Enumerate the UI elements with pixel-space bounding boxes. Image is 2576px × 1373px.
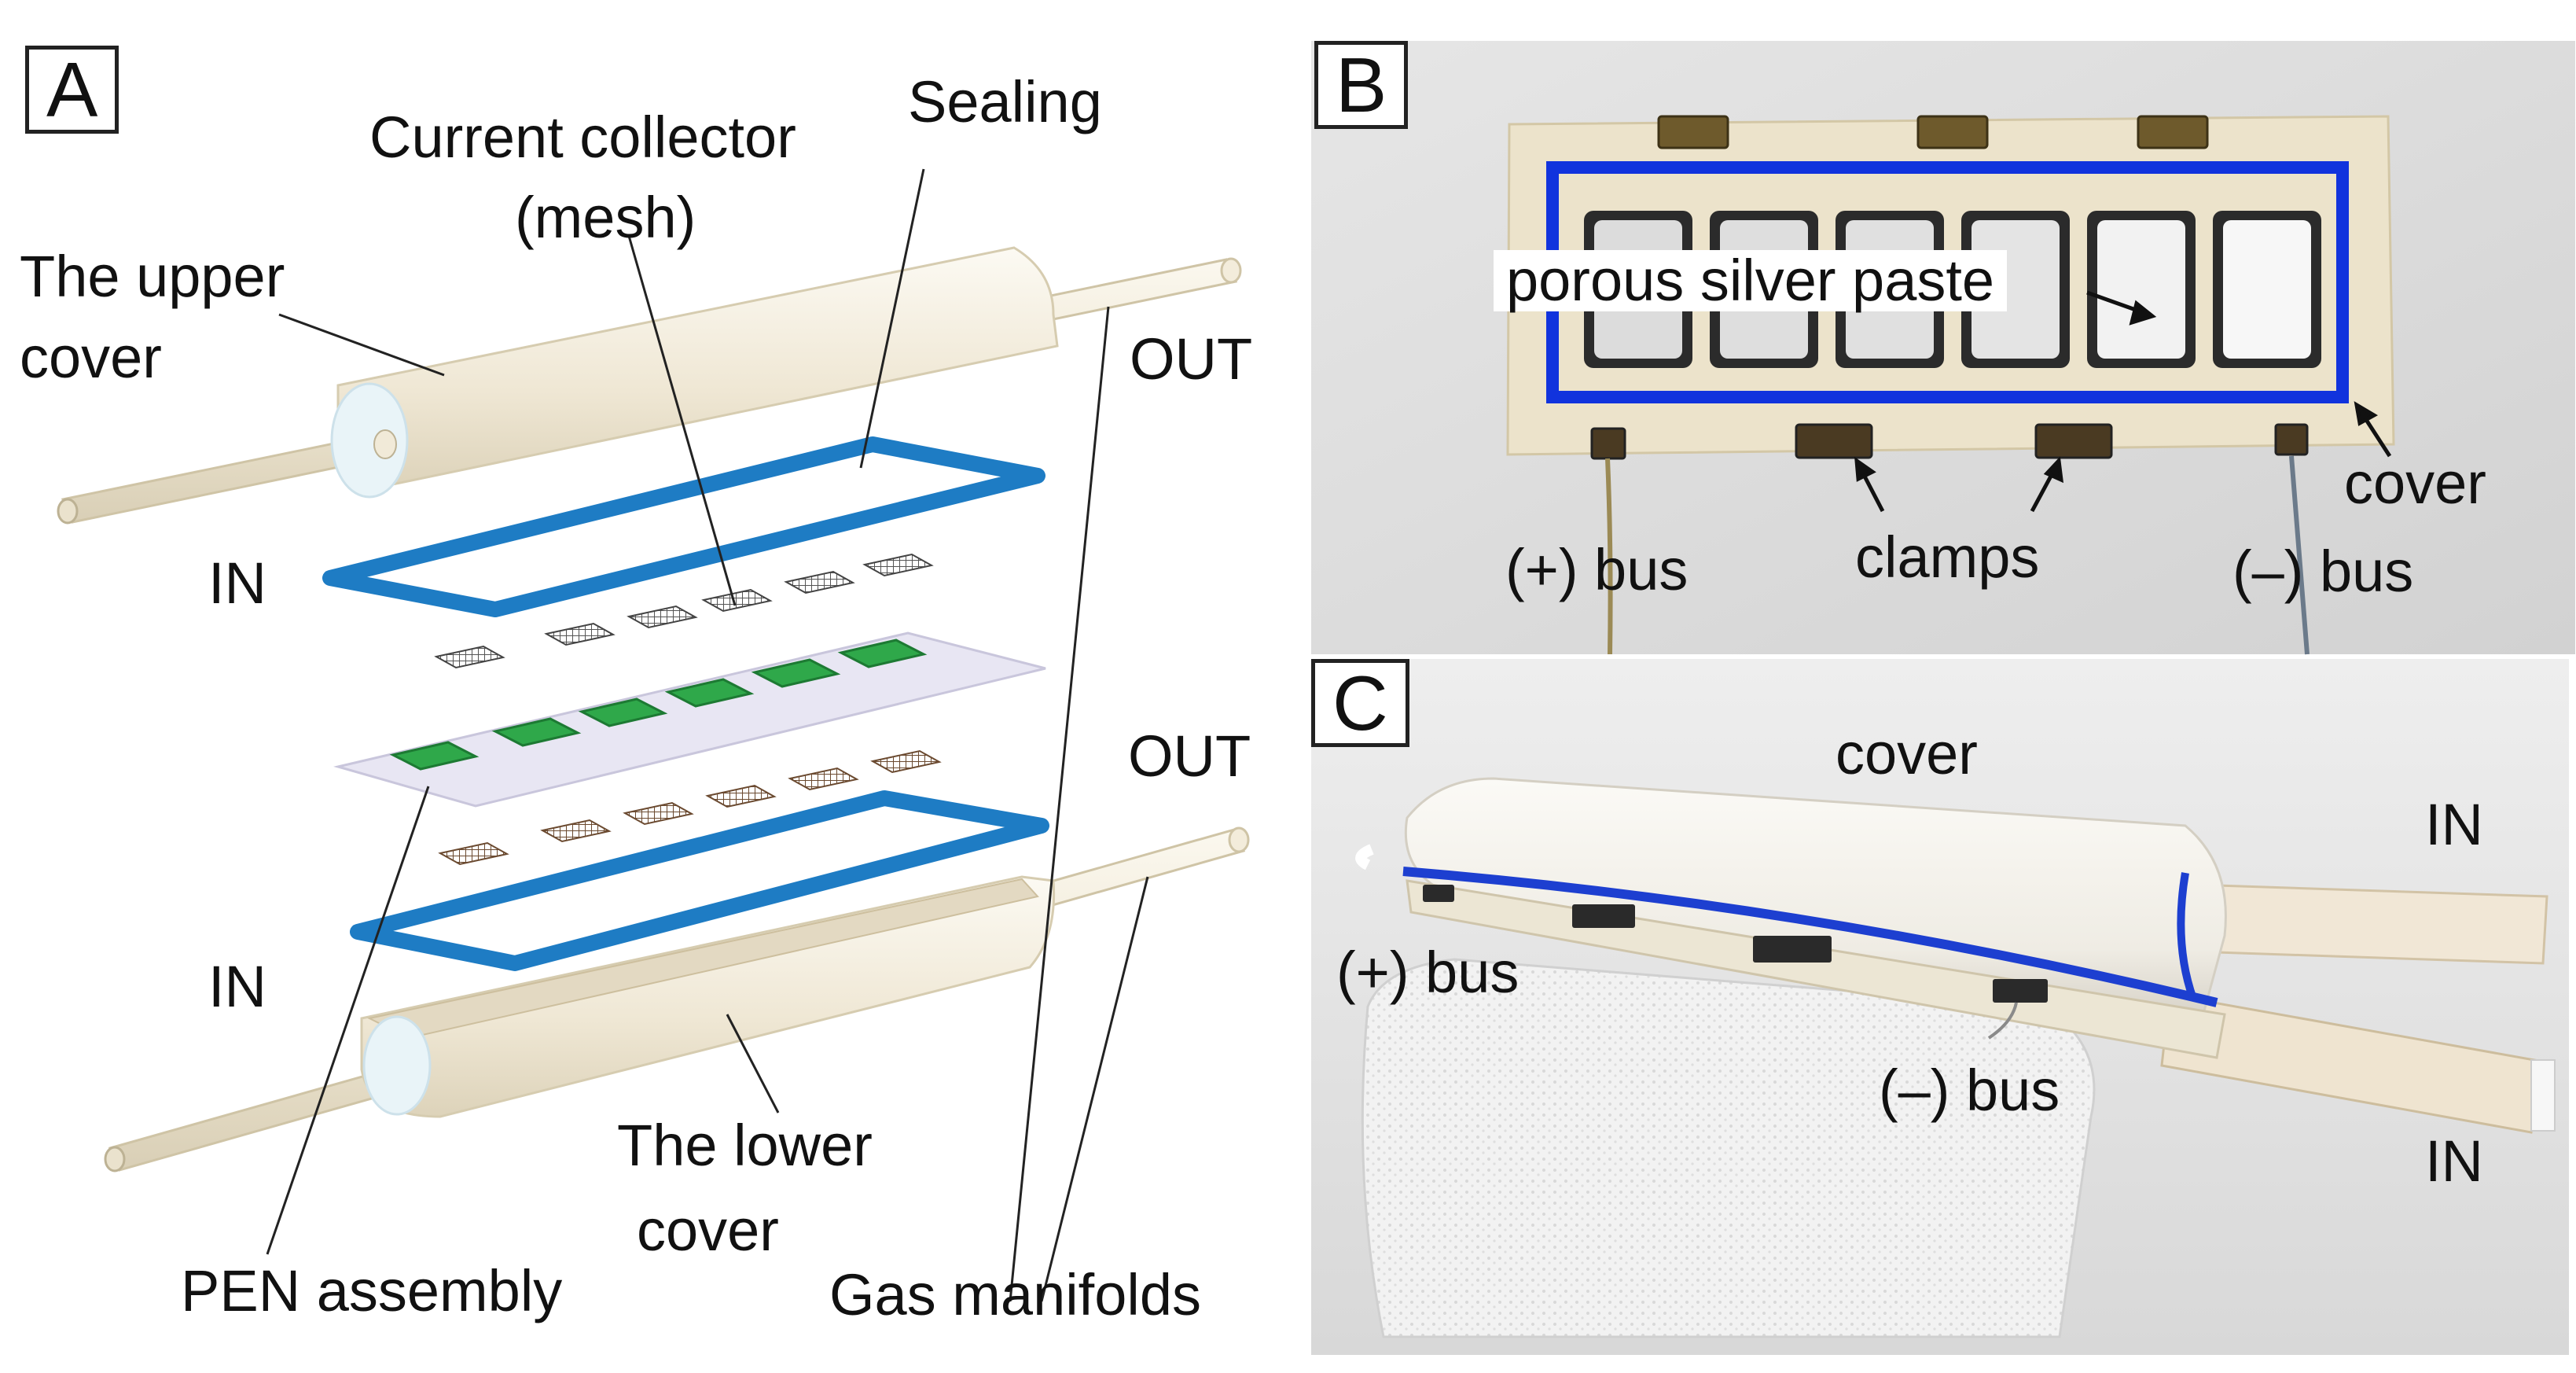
panel-c-photo — [1311, 659, 2569, 1355]
out-bottom-label: OUT — [1128, 723, 1251, 789]
bottom-clamps — [1590, 423, 2309, 460]
lower-cover-label: The lower — [617, 1113, 873, 1178]
lower-sealing-frame — [350, 790, 1049, 971]
out-top-label: OUT — [1130, 326, 1253, 392]
panel-b-arrows — [1854, 290, 2392, 513]
panel-a-tag: A — [25, 46, 119, 134]
top-clamps — [1657, 115, 2209, 149]
in-top-c-label: IN — [2425, 792, 2483, 857]
in-top-label: IN — [208, 550, 266, 616]
foam-block — [1361, 958, 2096, 1338]
panel-b-tag: B — [1314, 41, 1409, 129]
lower-cover-sub-label: cover — [637, 1198, 779, 1263]
upper-cover-label: The upper — [20, 244, 285, 309]
current-collector-sub-label: (mesh) — [515, 185, 696, 250]
in-bottom-label: IN — [208, 954, 266, 1019]
gas-manifolds-label: Gas manifolds — [829, 1262, 1201, 1327]
panel-c-tag: C — [1311, 659, 1409, 747]
plus-bus-b-label: (+) bus — [1505, 537, 1689, 602]
pen-assembly-label: PEN assembly — [181, 1258, 563, 1323]
pen-plate — [333, 631, 1046, 808]
cover-b-label: cover — [2344, 451, 2486, 516]
panel-a-leader-lines — [266, 168, 1149, 1302]
plus-bus-c-label: (+) bus — [1336, 940, 1520, 1005]
minus-bus-b-label: (–) bus — [2232, 539, 2414, 604]
clamps-c — [1423, 885, 2048, 1003]
in-bottom-c-label: IN — [2425, 1128, 2483, 1194]
upper-sealing-frame — [322, 436, 1045, 617]
lower-mesh-row — [438, 749, 942, 866]
current-collector-label: Current collector — [369, 105, 796, 170]
minus-bus-c-label: (–) bus — [1879, 1058, 2060, 1123]
sealing-label: Sealing — [908, 69, 1102, 134]
clamps-b-label: clamps — [1855, 525, 2040, 590]
cover-c-label: cover — [1836, 721, 1978, 786]
porous-silver-paste-label: porous silver paste — [1494, 250, 2008, 311]
upper-mesh-row — [434, 553, 934, 669]
pen-green-cells — [389, 639, 928, 771]
upper-tube — [2192, 883, 2548, 965]
upper-cover-sub-label: cover — [20, 325, 162, 390]
panel-a-illustration — [57, 246, 1250, 1172]
